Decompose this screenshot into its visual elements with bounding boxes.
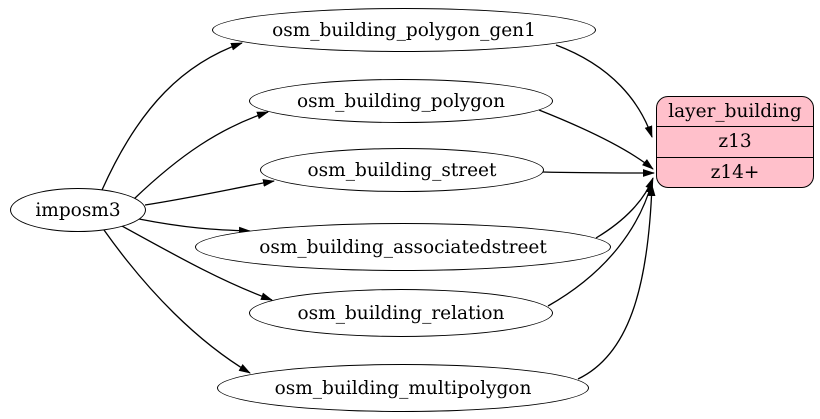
layer-building-row-z14plus: z14+ — [657, 156, 813, 187]
node-imposm3: imposm3 — [10, 188, 146, 232]
node-osm_building_associatedstreet: osm_building_associatedstreet — [195, 223, 611, 271]
node-osm_building_polygon_gen1: osm_building_polygon_gen1 — [212, 8, 596, 52]
node-osm_building_street-label: osm_building_street — [307, 159, 497, 181]
edge-osm_building_street-to-layer_building-z14 — [542, 169, 655, 177]
edge-imposm3-to-osm_building_associatedstreet — [138, 218, 251, 235]
edge-imposm3-to-osm_building_polygon — [133, 111, 269, 200]
node-osm_building_polygon-label: osm_building_polygon — [296, 90, 506, 112]
edge-imposm3-to-osm_building_polygon_gen1 — [101, 42, 243, 191]
node-osm_building_relation: osm_building_relation — [249, 289, 553, 337]
edge-osm_building_relation-to-layer_building-z14 — [547, 181, 653, 307]
node-osm_building_relation-label: osm_building_relation — [297, 302, 505, 324]
layer-building-row-z13: z13 — [657, 126, 813, 156]
node-osm_building_multipolygon: osm_building_multipolygon — [217, 364, 589, 412]
edge-osm_building_associatedstreet-to-layer_building-z14 — [595, 177, 654, 239]
node-osm_building_associatedstreet-label: osm_building_associatedstreet — [259, 236, 547, 258]
node-osm_building_multipolygon-label: osm_building_multipolygon — [274, 377, 532, 399]
edge-imposm3-to-osm_building_street — [144, 179, 275, 206]
edge-osm_building_polygon_gen1-to-layer_building-z13 — [555, 44, 653, 138]
node-imposm3-label: imposm3 — [35, 199, 121, 221]
node-layer_building: layer_building z13 z14+ — [656, 96, 814, 188]
layer-building-title: layer_building — [668, 101, 802, 123]
node-osm_building_polygon_gen1-label: osm_building_polygon_gen1 — [272, 19, 536, 41]
node-osm_building_polygon: osm_building_polygon — [249, 79, 553, 123]
edge-osm_building_multipolygon-to-layer_building-z14 — [577, 184, 656, 380]
edge-imposm3-to-osm_building_multipolygon — [103, 229, 251, 374]
node-osm_building_street: osm_building_street — [260, 148, 544, 192]
edge-imposm3-to-osm_building_relation — [121, 225, 273, 301]
edge-osm_building_polygon-to-layer_building-z14 — [538, 109, 654, 170]
